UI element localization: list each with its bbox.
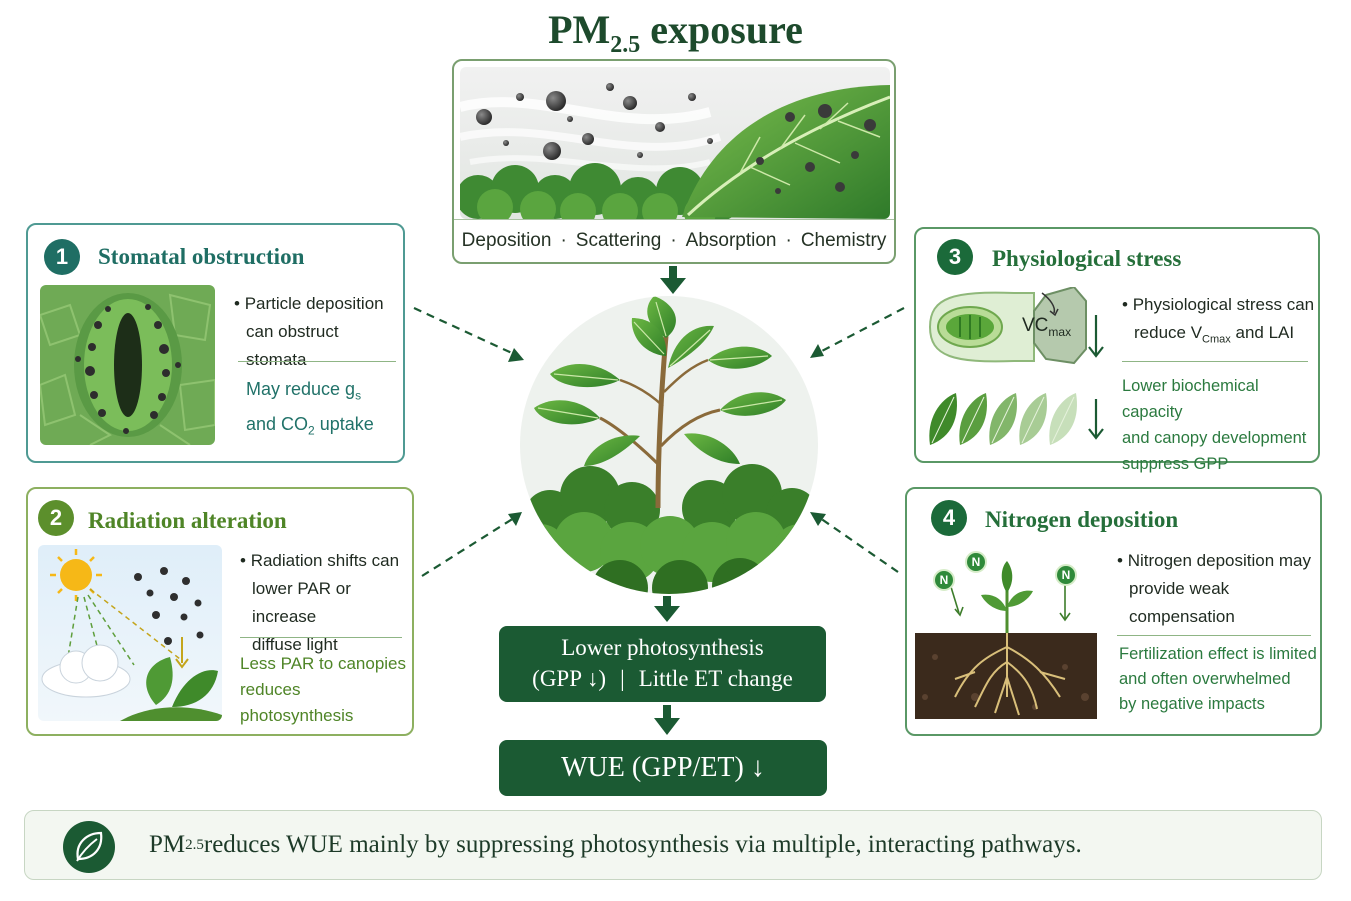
exposure-panel: Deposition · Scattering · Absorption · C…: [452, 59, 896, 264]
divider-3: [1122, 361, 1308, 362]
panel-number-4: 4: [931, 500, 967, 536]
stomata-illustration: [40, 285, 215, 445]
wue-result-box: WUE (GPP/ET) ↓: [499, 740, 827, 796]
leaf-icon: [63, 821, 115, 873]
panel-nitrogen-deposition: 4 Nitrogen deposition N N N • Nitrogen d…: [905, 487, 1322, 736]
panel-number-1: 1: [44, 239, 80, 275]
bullet-3: • Physiological stress can reduce VCmax …: [1122, 295, 1315, 346]
effect-2: Less PAR to canopies reduces photosynthe…: [240, 654, 406, 725]
panel-title-1: Stomatal obstruction: [98, 244, 305, 269]
vcmax-badge: VCmax: [1022, 315, 1072, 339]
nitrogen-badge-2: N: [965, 551, 987, 573]
mode-scattering: Scattering: [575, 230, 662, 251]
effect-4: Fertilization effect is limited and ofte…: [1119, 645, 1317, 713]
mode-deposition: Deposition: [461, 230, 552, 251]
effect-3: Lower biochemical capacity and canopy de…: [1122, 377, 1307, 473]
pm-exposure-illustration: [460, 67, 890, 219]
effect-1: May reduce gs and CO2 uptake: [246, 379, 374, 438]
cloud-icon: [41, 644, 131, 698]
radiation-illustration: [38, 545, 222, 721]
panel-stomatal-obstruction: 1 Stomatal obstruction • Particle deposi…: [26, 223, 405, 463]
mode-absorption: Absorption: [685, 230, 777, 251]
lower-photosynthesis-box: Lower photosynthesis (GPP ↓)|Little ET c…: [499, 626, 826, 702]
chloroplast-icon: [937, 306, 1003, 348]
panel-radiation-alteration: 2 Radiation alteration: [26, 487, 414, 736]
divider-4: [1117, 635, 1311, 636]
bullet-4: • Nitrogen deposition may provide weak c…: [1117, 551, 1312, 626]
chloroplast-illustration: VCmax: [924, 285, 1114, 367]
panel-number-2: 2: [38, 500, 74, 536]
nitrogen-illustration: N N N: [915, 547, 1097, 719]
panel-physiological-stress: 3 Physiological stress VCmax: [914, 227, 1320, 473]
divider-2: [240, 637, 402, 638]
mode-chemistry: Chemistry: [800, 230, 887, 251]
bullet-2: • Radiation shifts can lower PAR or incr…: [240, 551, 400, 654]
leaves-fading-illustration: [926, 389, 1081, 449]
center-plant-illustration: [520, 296, 818, 594]
panel-title-2: Radiation alteration: [88, 508, 287, 533]
panel-title-4: Nitrogen deposition: [985, 507, 1179, 532]
exposure-modes: Deposition · Scattering · Absorption · C…: [454, 219, 894, 262]
panel-title-3: Physiological stress: [992, 246, 1182, 271]
main-title: PM2.5 exposure: [548, 7, 803, 58]
nitrogen-badge-1: N: [933, 569, 955, 591]
nitrogen-badge-3: N: [1055, 564, 1077, 586]
sun-icon: [50, 549, 102, 601]
panel-number-3: 3: [937, 239, 973, 275]
divider-1: [238, 361, 396, 362]
bullet-1: • Particle deposition can obstruct stoma…: [234, 294, 384, 369]
